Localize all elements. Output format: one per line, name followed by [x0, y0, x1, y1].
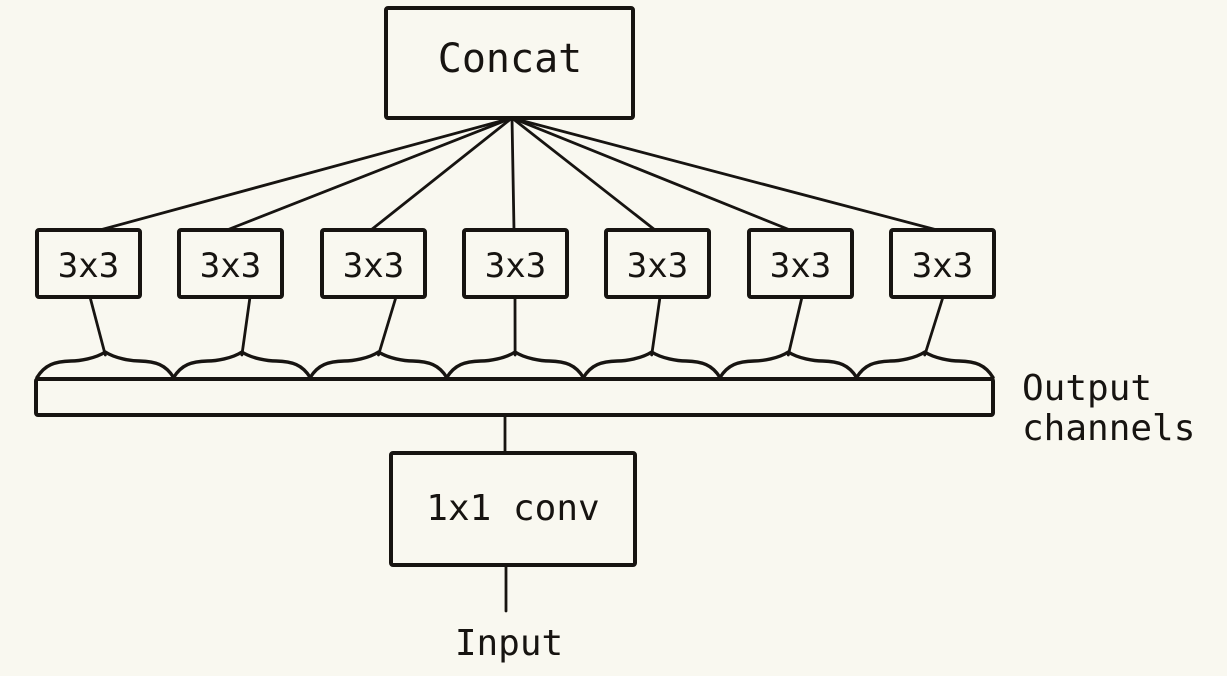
concat-branch-line-5: [510, 116, 657, 232]
conv3x3-row: 3x3 3x3 3x3 3x3 3x3 3x3 3x3: [35, 228, 996, 299]
concat-branch-line-7: [510, 116, 939, 232]
conv1x1-box: [389, 451, 637, 567]
conv3x3-label-1: 3x3: [58, 246, 119, 286]
channel-group-brace-1: [35, 350, 176, 380]
concat-branch-line-4: [510, 116, 516, 232]
concat-branch-line-2: [225, 116, 514, 232]
conv-to-channels-line-6: [786, 295, 804, 357]
output-channels-caption: Output channels: [1022, 368, 1195, 449]
conv-to-channels-line-1: [88, 295, 107, 357]
conv-to-channel-lines: [88, 295, 945, 357]
conv3x3-label-2: 3x3: [200, 246, 261, 286]
conv-to-channels-line-7: [923, 295, 945, 357]
conv3x3-box-2: [177, 228, 284, 299]
concat-branch-line-6: [510, 116, 792, 232]
channel-group-brace-3: [308, 350, 449, 380]
output-channels-bar: [34, 377, 995, 417]
conv-to-channels-line-2: [240, 295, 252, 357]
conv3x3-box-6: [747, 228, 854, 299]
channel-group-brace-6: [718, 350, 859, 380]
concat-branch-line-1: [98, 116, 514, 232]
output-channels-caption-line1: Output: [1022, 368, 1152, 409]
concat-branch-line-3: [369, 116, 514, 232]
input-label: Input: [455, 623, 563, 664]
channel-group-brace-4: [445, 350, 586, 380]
channel-group-brace-5: [581, 350, 722, 380]
conv3x3-label-3: 3x3: [343, 246, 404, 286]
output-channels-caption-line2: channels: [1022, 408, 1195, 449]
conv-to-channels-line-3: [377, 295, 398, 357]
conv3x3-label-5: 3x3: [627, 246, 688, 286]
channel-group-brace-2: [171, 350, 312, 380]
conv3x3-box-3: [320, 228, 427, 299]
channel-group-braces: [35, 350, 995, 380]
conv3x3-label-6: 3x3: [770, 246, 831, 286]
conv-to-channels-line-5: [650, 295, 662, 357]
concat-label: Concat: [438, 36, 583, 82]
conv3x3-box-1: [35, 228, 142, 299]
conv3x3-label-4: 3x3: [485, 246, 546, 286]
channel-group-brace-7: [854, 350, 995, 380]
concat-fanout-lines: [98, 116, 939, 232]
conv3x3-box-5: [604, 228, 711, 299]
conv1x1-label: 1x1 conv: [426, 488, 599, 529]
conv3x3-label-7: 3x3: [912, 246, 973, 286]
